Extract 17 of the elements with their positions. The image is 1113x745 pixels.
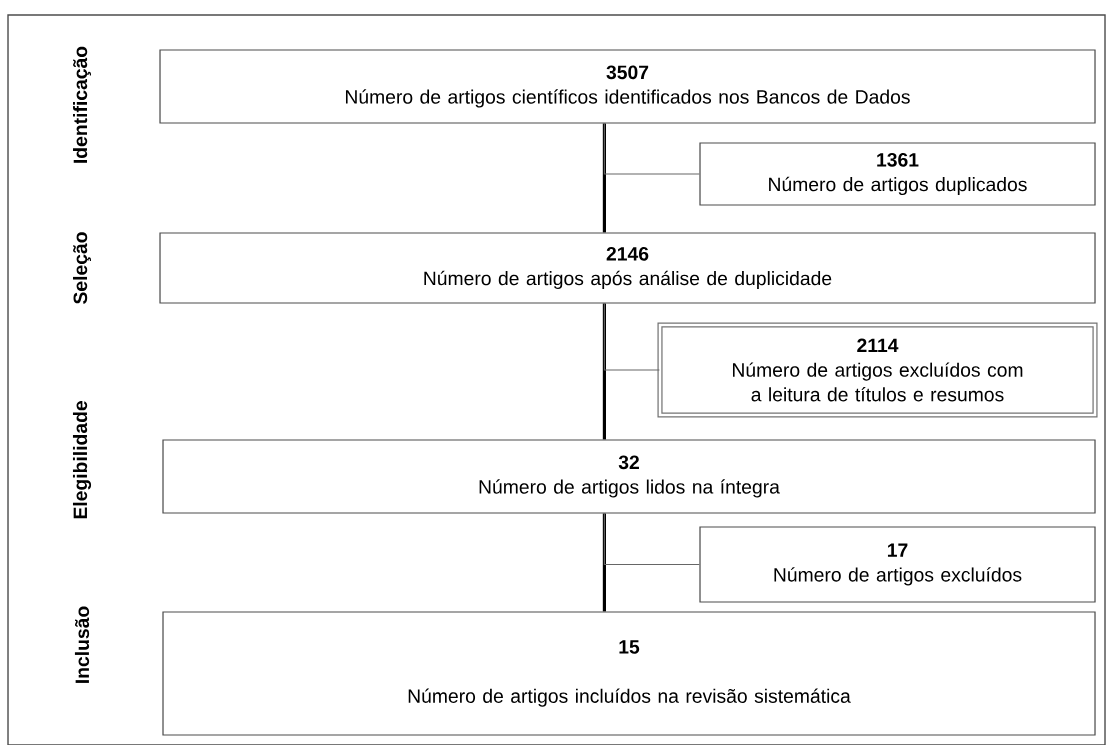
connector-line — [603, 123, 700, 175]
stage-label: Identificação — [73, 46, 91, 163]
stage-label: Elegibilidade — [72, 401, 92, 519]
process-box: 2146 Número de artigos após análise de duplicidade — [159, 232, 1096, 304]
stage-label: Seleção — [73, 232, 91, 304]
process-box: 3507 Número de artigos científicos identificados nos Bancos de Dados — [159, 49, 1096, 124]
process-box: 15 Número de artigos incluídos na revisão sistemática — [162, 611, 1096, 736]
process-box: 32 Número de artigos lidos na íntegra — [162, 439, 1096, 514]
connector-line — [603, 513, 700, 566]
stage-label: Inclusão — [74, 606, 90, 683]
connector-line — [602, 303, 606, 440]
process-box: 17 Número de artigos excluídos — [699, 526, 1096, 603]
process-box: 2114 Número de artigos excluídos com a leitura de títulos e resumos — [657, 322, 1098, 418]
connector-line — [603, 303, 660, 371]
connector-line — [602, 513, 606, 612]
process-box: 1361 Número de artigos duplicados — [699, 142, 1096, 206]
connector-line — [602, 123, 606, 233]
